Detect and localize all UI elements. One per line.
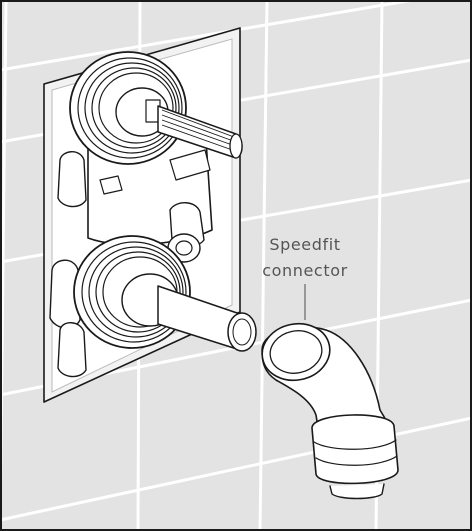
speedfit-elbow-connector xyxy=(261,322,399,500)
annotation-label-line2: connector xyxy=(262,261,348,280)
annotation-label-line1: Speedfit xyxy=(269,235,340,254)
speedfit-callout: Speedfit connector xyxy=(262,235,348,320)
upper-cartridge xyxy=(69,51,187,165)
lower-outlet-pipe xyxy=(157,285,257,352)
valve-body xyxy=(49,119,213,378)
upper-spindle xyxy=(157,105,243,159)
